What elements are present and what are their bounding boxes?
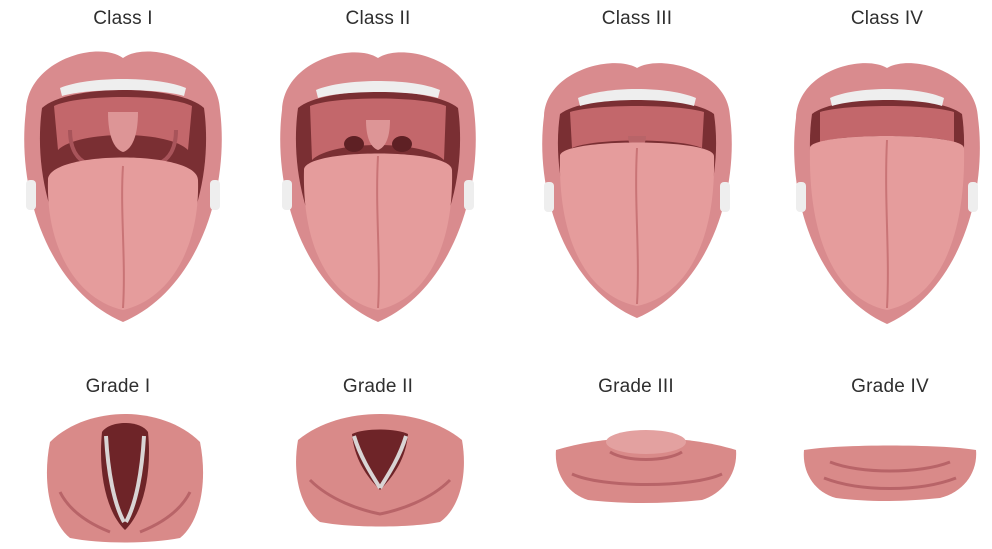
class-3-label: Class III	[602, 8, 672, 30]
class-3-mouth-illustration	[530, 52, 744, 322]
class-2-label: Class II	[346, 8, 411, 30]
grade-4-label: Grade IV	[851, 376, 929, 398]
grade-3-label: Grade III	[598, 376, 674, 398]
class-1-label: Class I	[93, 8, 152, 30]
class-4-mouth-illustration	[782, 52, 992, 328]
grade-1-larynx-illustration	[40, 412, 210, 544]
class-2-mouth-illustration	[266, 40, 490, 330]
grade-3-larynx-illustration	[552, 428, 740, 504]
grade-2-label: Grade II	[343, 376, 413, 398]
grade-2-larynx-illustration	[290, 410, 470, 530]
class-4-label: Class IV	[851, 8, 923, 30]
grade-1-label: Grade I	[86, 376, 151, 398]
grade-4-larynx-illustration	[800, 442, 980, 502]
class-1-mouth-illustration	[8, 40, 238, 330]
